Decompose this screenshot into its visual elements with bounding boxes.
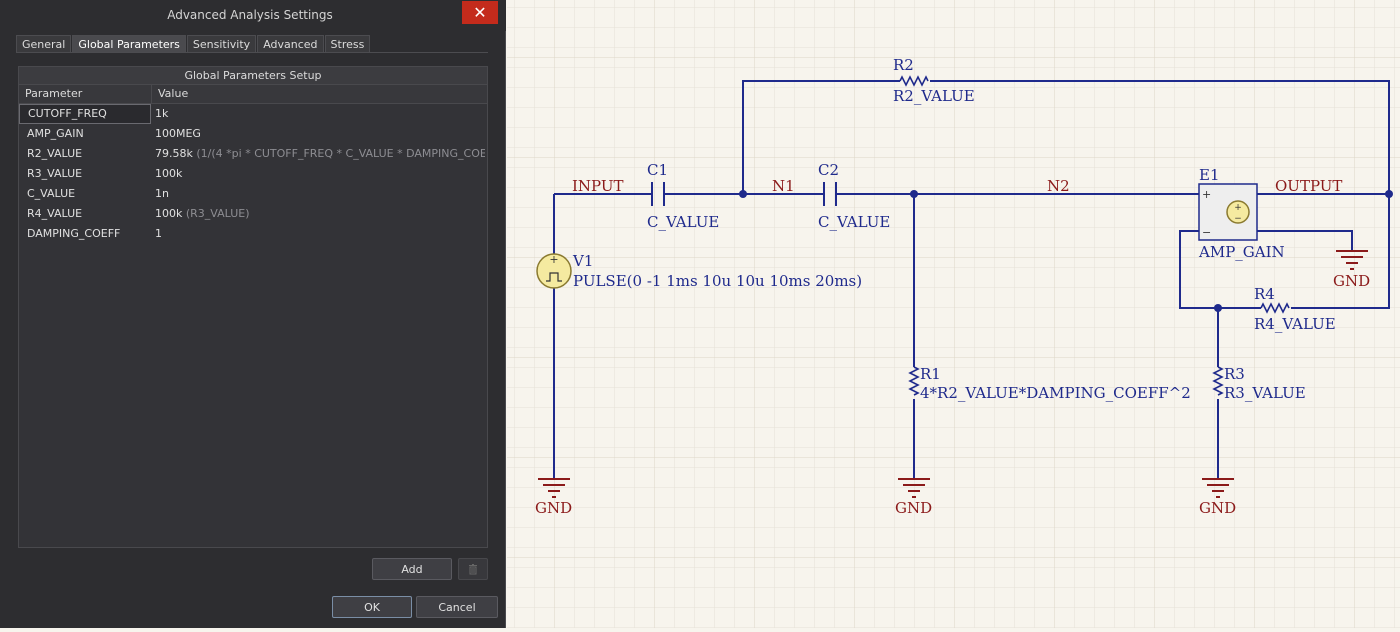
table-row[interactable]: C_VALUE 1n [19,184,487,204]
delete-button[interactable] [458,558,488,580]
e1-value[interactable]: AMP_GAIN [1198,243,1285,261]
net-label-n2[interactable]: N2 [1047,177,1070,195]
amplifier-e1[interactable]: + − + − [1198,183,1258,241]
r2-value[interactable]: R2_VALUE [893,87,975,105]
param-value: 1 [155,227,162,240]
svg-text:−: − [1234,214,1242,224]
table-row[interactable]: R2_VALUE 79.58k (1/(4 *pi * CUTOFF_FREQ … [19,144,487,164]
dialog-title: Advanced Analysis Settings [167,8,333,22]
param-value: 79.58k [155,147,193,160]
wires [553,80,1390,478]
e1-ref[interactable]: E1 [1199,166,1220,184]
panel-title: Global Parameters Setup [19,67,487,85]
c2-value[interactable]: C_VALUE [818,213,890,231]
param-name-cell[interactable]: AMP_GAIN [27,127,84,140]
table-row[interactable]: AMP_GAIN 100MEG [19,124,487,144]
param-value-cell[interactable]: 1k [151,104,485,124]
c2-ref[interactable]: C2 [818,161,839,179]
schematic-canvas[interactable]: + + − + − INPUT N1 N2 OUTPUT GND GND [507,0,1400,628]
param-value-cell[interactable]: 100k (R3_VALUE) [151,204,485,224]
voltage-source-v1[interactable]: + [536,253,572,289]
column-header-parameter[interactable]: Parameter [19,85,152,103]
resistor-r3[interactable] [1212,366,1224,396]
gnd-label: GND [895,499,932,517]
r4-ref[interactable]: R4 [1254,285,1275,303]
param-name-cell[interactable]: R2_VALUE [27,147,83,160]
resistor-r4[interactable] [1260,302,1290,314]
resistor-r1[interactable] [908,366,920,396]
tab-general[interactable]: General [16,35,72,52]
param-name-cell[interactable]: R3_VALUE [27,167,83,180]
gnd-label: GND [535,499,572,517]
net-label-input[interactable]: INPUT [572,177,624,195]
ground-symbols [538,250,1368,498]
param-expression: (1/(4 *pi * CUTOFF_FREQ * C_VALUE * DAMP… [196,147,485,160]
param-value-cell[interactable]: 79.58k (1/(4 *pi * CUTOFF_FREQ * C_VALUE… [151,144,485,164]
junctions [739,190,1393,312]
param-name-cell[interactable]: CUTOFF_FREQ [19,104,151,124]
advanced-analysis-dialog: Advanced Analysis Settings ✕ General Glo… [0,0,506,628]
table-header: Parameter Value [19,85,487,104]
capacitor-c2[interactable] [823,182,837,206]
r1-value[interactable]: 4*R2_VALUE*DAMPING_COEFF^2 [920,384,1191,402]
cancel-button[interactable]: Cancel [416,596,498,618]
param-value-cell[interactable]: 100MEG [151,124,485,144]
param-value: 1n [155,187,169,200]
parameter-table-body: CUTOFF_FREQ 1k AMP_GAIN 100MEG R2_VALUE … [19,104,487,244]
global-parameters-panel: Global Parameters Setup Parameter Value … [18,66,488,548]
net-label-output[interactable]: OUTPUT [1275,177,1342,195]
close-button[interactable]: ✕ [462,1,498,24]
v1-ref[interactable]: V1 [572,252,593,270]
param-name-cell[interactable]: C_VALUE [27,187,76,200]
net-label-n1[interactable]: N1 [772,177,795,195]
tab-advanced[interactable]: Advanced [257,35,324,52]
table-row[interactable]: DAMPING_COEFF 1 [19,224,487,244]
capacitor-c1[interactable] [651,182,665,206]
param-value-cell[interactable]: 100k [151,164,485,184]
param-value: 100k [155,167,183,180]
ok-button[interactable]: OK [332,596,412,618]
table-row[interactable]: R4_VALUE 100k (R3_VALUE) [19,204,487,224]
v1-value[interactable]: PULSE(0 -1 1ms 10u 10u 10ms 20ms) [573,272,862,290]
r4-value[interactable]: R4_VALUE [1254,315,1336,333]
param-expression: (R3_VALUE) [185,207,250,220]
r1-ref[interactable]: R1 [920,365,941,383]
e1-plus-pin: + [1202,188,1211,201]
tab-sensitivity[interactable]: Sensitivity [186,35,257,52]
trash-icon [469,564,477,575]
resistor-r2[interactable] [899,75,929,87]
param-value-cell[interactable]: 1 [151,224,485,244]
add-button[interactable]: Add [372,558,452,580]
c1-value[interactable]: C_VALUE [647,213,719,231]
dialog-titlebar[interactable]: Advanced Analysis Settings ✕ [0,0,506,31]
e1-minus-pin: − [1202,226,1211,239]
param-name-cell[interactable]: R4_VALUE [27,207,83,220]
param-value: 100MEG [155,127,201,140]
svg-text:+: + [549,253,558,266]
param-value-cell[interactable]: 1n [151,184,485,204]
table-row[interactable]: R3_VALUE 100k [19,164,487,184]
tab-bar: General Global Parameters Sensitivity Ad… [16,35,371,53]
tab-global-parameters[interactable]: Global Parameters [72,35,186,53]
r3-value[interactable]: R3_VALUE [1224,384,1306,402]
column-header-value[interactable]: Value [158,87,189,100]
r2-ref[interactable]: R2 [893,56,914,74]
param-name-cell[interactable]: DAMPING_COEFF [27,227,121,240]
table-row[interactable]: CUTOFF_FREQ 1k [19,104,487,124]
schematic-svg[interactable]: + + − + − INPUT N1 N2 OUTPUT GND GND [507,0,1400,628]
r3-ref[interactable]: R3 [1224,365,1245,383]
close-icon: ✕ [473,3,487,22]
c1-ref[interactable]: C1 [647,161,668,179]
tab-stress[interactable]: Stress [324,35,371,52]
tab-divider [16,52,488,53]
svg-text:+: + [1234,203,1242,213]
param-value: 100k [155,207,183,220]
param-value: 1k [155,107,169,120]
gnd-label: GND [1333,272,1370,290]
gnd-label: GND [1199,499,1236,517]
